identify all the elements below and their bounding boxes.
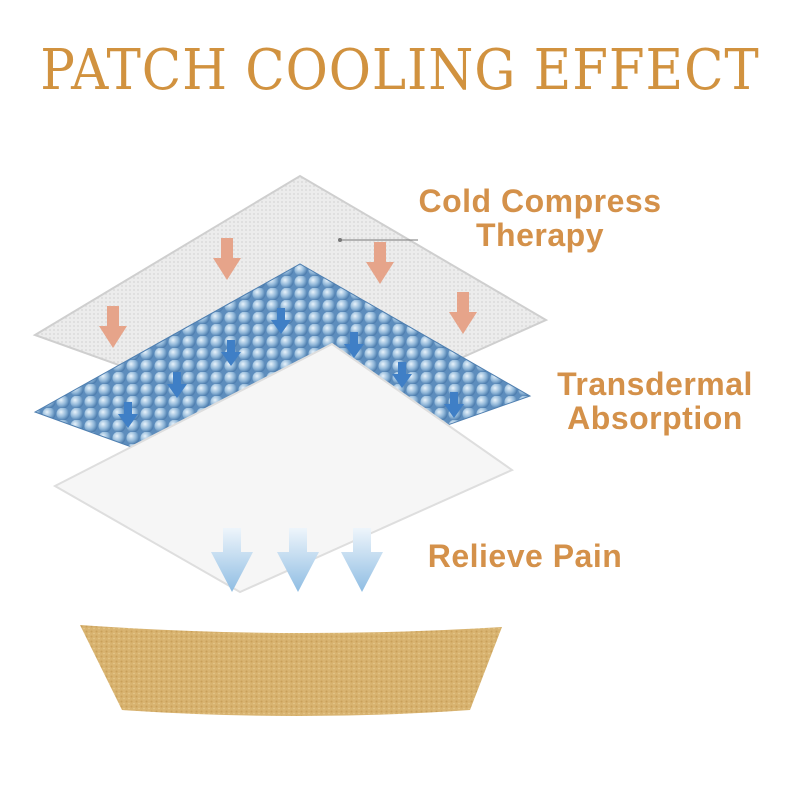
down-arrow-icon: [341, 528, 383, 592]
down-arrow-icon: [213, 238, 241, 280]
label-pointer-dot: [338, 238, 342, 242]
down-arrow-icon: [344, 332, 364, 358]
blue-arrows: [118, 308, 464, 428]
down-arrow-icon: [211, 528, 253, 592]
label-transdermal: Transdermal Absorption: [530, 367, 780, 435]
down-arrow-icon: [392, 362, 412, 388]
page-title: PATCH COOLING EFFECT: [40, 38, 760, 103]
relief-arrows: [211, 528, 383, 592]
down-arrow-icon: [444, 392, 464, 418]
down-arrow-icon: [277, 528, 319, 592]
pink-arrows: [99, 238, 477, 348]
down-arrow-icon: [221, 340, 241, 366]
label-relieve-pain: Relieve Pain: [427, 538, 623, 574]
down-arrow-icon: [271, 308, 291, 334]
down-arrow-icon: [366, 242, 394, 284]
label-line: Absorption: [567, 400, 743, 436]
label-line: Therapy: [476, 217, 604, 253]
label-cold-compress: Cold Compress Therapy: [390, 184, 690, 252]
skin-layer: [80, 625, 502, 716]
backing-sheet-layer: [52, 342, 515, 594]
down-arrow-icon: [167, 372, 187, 398]
down-arrow-icon: [99, 306, 127, 348]
label-line: Transdermal: [557, 366, 753, 402]
down-arrow-icon: [118, 402, 138, 428]
label-line: Cold Compress: [418, 183, 662, 219]
down-arrow-icon: [449, 292, 477, 334]
